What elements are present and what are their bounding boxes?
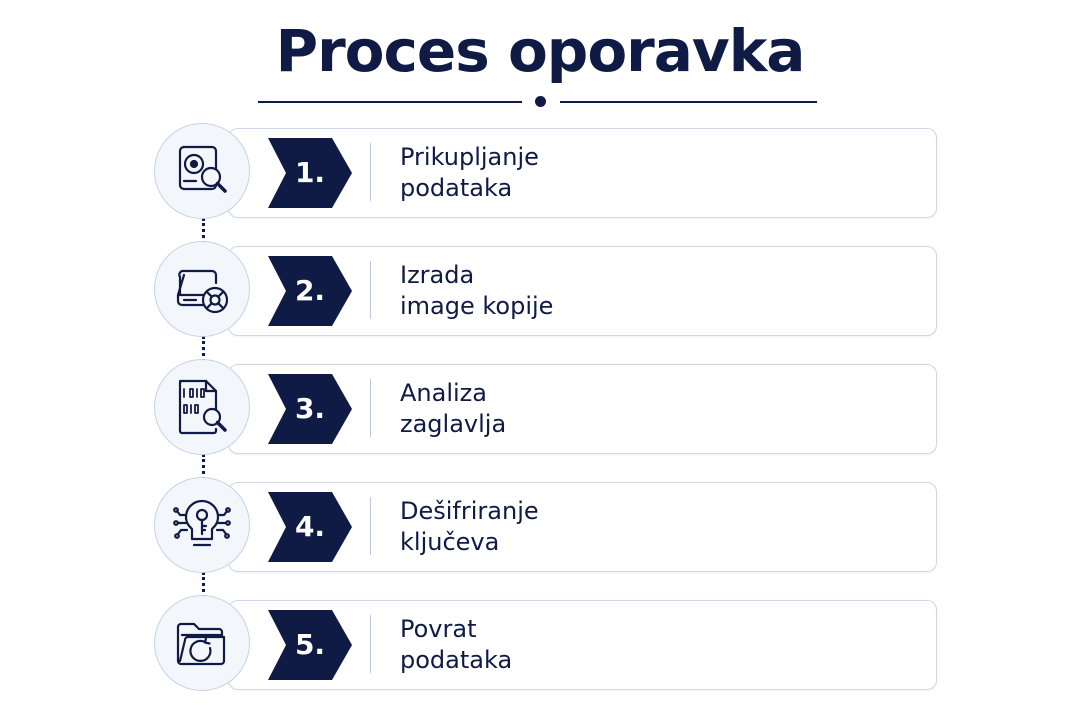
- step-number: 5.: [294, 628, 326, 661]
- step-label-line: podataka: [400, 646, 513, 674]
- folder-restore-icon: [176, 622, 226, 666]
- step-icon-circle: [154, 359, 250, 455]
- timeline-connector: [202, 572, 205, 598]
- title-divider-left: [258, 101, 522, 103]
- step-4: 4. Dešifriranje ključeva: [0, 477, 1080, 573]
- step-icon-circle: [154, 595, 250, 691]
- step-icon-circle: [154, 123, 250, 219]
- step-3: 3. Analiza zaglavlja: [0, 359, 1080, 455]
- timeline-connector: [202, 454, 205, 480]
- step-label-line: ključeva: [400, 528, 500, 556]
- step-5: 5. Povrat podataka: [0, 595, 1080, 691]
- step-separator: [370, 497, 371, 555]
- step-label-line: Analiza: [400, 379, 487, 407]
- step-number: 1.: [294, 156, 326, 189]
- step-separator: [370, 615, 371, 673]
- step-number-badge: 1.: [268, 138, 352, 208]
- step-separator: [370, 261, 371, 319]
- step-2: 2. Izrada image kopije: [0, 241, 1080, 337]
- step-label: Analiza zaglavlja: [400, 378, 920, 440]
- step-label-line: podataka: [400, 174, 513, 202]
- step-icon-circle: [154, 477, 250, 573]
- timeline-connector: [202, 218, 205, 244]
- step-separator: [370, 143, 371, 201]
- page-title: Proces oporavka: [275, 17, 806, 85]
- step-number: 4.: [294, 510, 326, 543]
- step-label-line: Dešifriranje: [400, 497, 539, 525]
- step-label-line: Prikupljanje: [400, 143, 539, 171]
- step-number: 3.: [294, 392, 326, 425]
- step-label: Izrada image kopije: [400, 260, 920, 322]
- step-label-line: Povrat: [400, 615, 477, 643]
- binary-file-search-icon: [178, 379, 227, 435]
- step-label: Povrat podataka: [400, 614, 920, 676]
- title-divider-right: [560, 101, 817, 103]
- step-number-badge: 3.: [268, 374, 352, 444]
- step-label: Dešifriranje ključeva: [400, 496, 920, 558]
- timeline-connector: [202, 336, 205, 362]
- drive-disc-icon: [176, 269, 229, 314]
- step-label: Prikupljanje podataka: [400, 142, 920, 204]
- step-number-badge: 4.: [268, 492, 352, 562]
- step-number-badge: 2.: [268, 256, 352, 326]
- hard-drive-search-icon: [178, 145, 227, 193]
- circuit-key-icon: [173, 499, 231, 547]
- step-label-line: Izrada: [400, 261, 475, 289]
- step-number: 2.: [294, 274, 326, 307]
- step-icon-circle: [154, 241, 250, 337]
- step-number-badge: 5.: [268, 610, 352, 680]
- step-separator: [370, 379, 371, 437]
- step-1: 1. Prikupljanje podataka: [0, 123, 1080, 219]
- step-label-line: zaglavlja: [400, 410, 507, 438]
- title-divider-dot: [535, 96, 546, 107]
- step-label-line: image kopije: [400, 292, 554, 320]
